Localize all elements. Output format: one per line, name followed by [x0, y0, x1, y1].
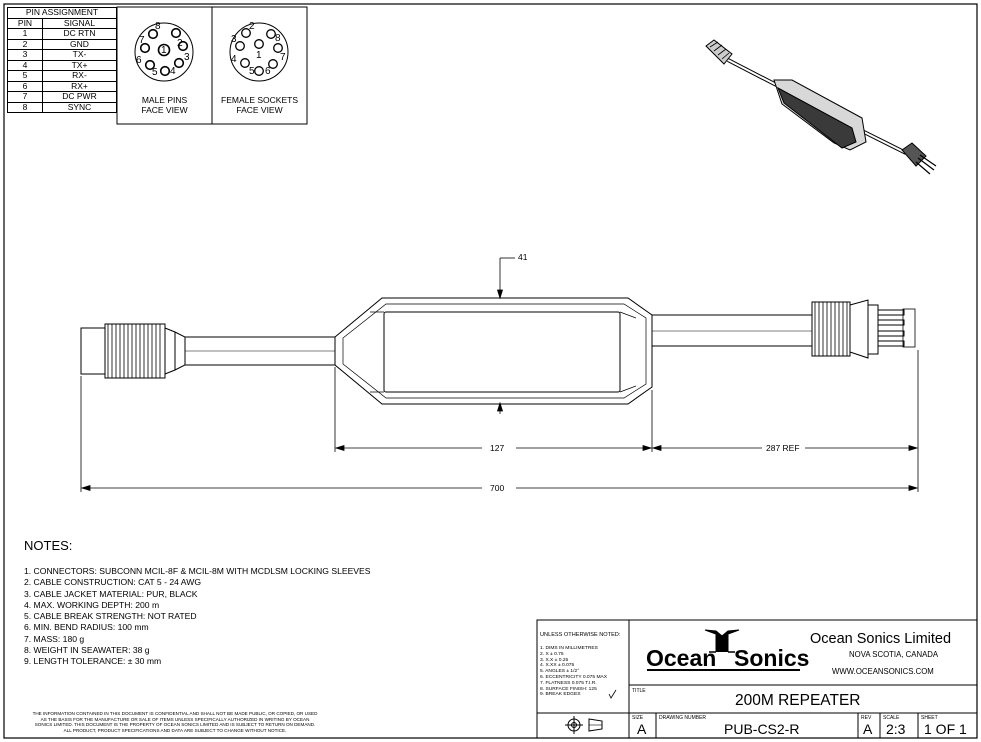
female-socket-label: 8: [275, 33, 281, 44]
company-location: NOVA SCOTIA, CANADA: [849, 650, 939, 659]
male-pin-label: 6: [136, 55, 142, 66]
list-item: 9. BREAK EDGES: [540, 692, 581, 698]
list-item: 7. FLATNESS 0.075 T.I.R.: [540, 680, 597, 686]
male-pin-label: 8: [155, 21, 161, 32]
female-socket-label: 3: [231, 34, 237, 45]
list-item: 7. MASS: 180 g: [24, 633, 85, 644]
logo-text-ocean: Ocean: [646, 645, 717, 671]
female-sockets-face-view: [229, 22, 289, 82]
side-view: [80, 297, 916, 405]
list-item: 5. CABLE BREAK STRENGTH: NOT RATED: [24, 611, 197, 622]
dimension-lines: [80, 257, 919, 492]
list-item: 1. DIMS IN MILLIMETRES: [540, 646, 598, 651]
female-socket-label: 5: [249, 66, 255, 77]
list-item: 3. X.X ± 0.25: [540, 657, 569, 663]
pin-column-header: PIN: [7, 17, 43, 29]
scale-label: SCALE: [883, 715, 900, 721]
male-pin-label: 7: [139, 35, 145, 46]
dimension-tail-length: 287 REF: [766, 443, 800, 453]
drawing-number: PUB-CS2-R: [724, 721, 800, 737]
list-item: 5. ANGLES ± 1/2°: [540, 669, 580, 675]
tolerances-list: 1. DIMS IN MILLIMETRES 2. X ± 0.75 3. X.…: [540, 646, 607, 698]
logo-text-sonics: Sonics: [734, 645, 810, 671]
female-socket-label: 1: [256, 50, 262, 61]
female-socket-label: 2: [249, 21, 255, 32]
list-item: 2. CABLE CONSTRUCTION: CAT 5 - 24 AWG: [24, 577, 202, 588]
size-value: A: [637, 721, 647, 737]
title-label: TITLE: [632, 688, 646, 694]
ocean-sonics-logo: [647, 629, 800, 671]
sheet-label: SHEET: [921, 715, 938, 721]
male-pins-face-view: [134, 22, 194, 82]
size-label: SIZE: [632, 715, 644, 721]
male-view-label: MALE PINS FACE VIEW: [141, 95, 188, 115]
left-connector-nose: [80, 327, 106, 375]
pin-assignment-title: PIN ASSIGNMENT: [7, 7, 117, 19]
company-website: WWW.OCEANSONICS.COM: [832, 667, 934, 676]
scale-value: 2:3: [886, 721, 906, 737]
isometric-view: [705, 39, 937, 175]
female-socket-label: 7: [280, 52, 286, 63]
confidentiality-disclaimer: THE INFORMATION CONTAINED IN THIS DOCUME…: [32, 711, 318, 733]
tolerances-header: UNLESS OTHERWISE NOTED:: [540, 632, 621, 638]
notes-list: 1. CONNECTORS: SUBCONN MCIL-8F & MCIL-8M…: [24, 566, 371, 668]
dimension-height: 41: [518, 252, 528, 262]
list-item: 2. X ± 0.75: [540, 651, 564, 657]
signal-column-header: SIGNAL: [42, 17, 117, 29]
dimension-body-length: 127: [490, 443, 505, 453]
list-item: 3. CABLE JACKET MATERIAL: PUR, BLACK: [24, 588, 198, 599]
sheet-value: 1 OF 1: [924, 721, 967, 737]
drawing-number-label: DRAWING NUMBER: [659, 715, 707, 721]
list-item: 6. ECCENTRICITY 0.075 MAX: [540, 674, 608, 680]
list-item: 8. WEIGHT IN SEAWATER: 38 g: [24, 645, 150, 656]
male-pin-label: 2: [177, 38, 183, 49]
company-name: Ocean Sonics Limited: [810, 631, 952, 647]
title-block-frame: [536, 619, 978, 739]
female-socket-label: 6: [265, 66, 271, 77]
drawing-title: 200M REPEATER: [735, 692, 861, 709]
male-pin-label: 5: [152, 67, 158, 78]
list-item: 1. CONNECTORS: SUBCONN MCIL-8F & MCIL-8M…: [24, 566, 371, 576]
third-angle-projection-icon: [565, 716, 603, 734]
male-pin-label: 4: [170, 66, 176, 77]
list-item: 6. MIN. BEND RADIUS: 100 mm: [24, 622, 149, 633]
notes-title: NOTES:: [24, 538, 73, 553]
dimension-overall-length: 700: [490, 483, 505, 493]
male-pin-label: 1: [161, 45, 167, 56]
list-item: 4. X.XX ± 0.075: [540, 663, 575, 669]
list-item: 9. LENGTH TOLERANCE: ± 30 mm: [24, 656, 162, 667]
female-view-label: FEMALE SOCKETS FACE VIEW: [221, 95, 298, 115]
female-socket-label: 4: [231, 54, 237, 65]
list-item: 4. MAX. WORKING DEPTH: 200 m: [24, 599, 160, 610]
rev-label: REV: [861, 715, 872, 721]
sheet-border: [3, 3, 978, 739]
list-item: 8. SURFACE FINISH: 125: [540, 686, 597, 692]
rev-value: A: [863, 721, 873, 737]
male-pin-label: 3: [184, 52, 190, 63]
